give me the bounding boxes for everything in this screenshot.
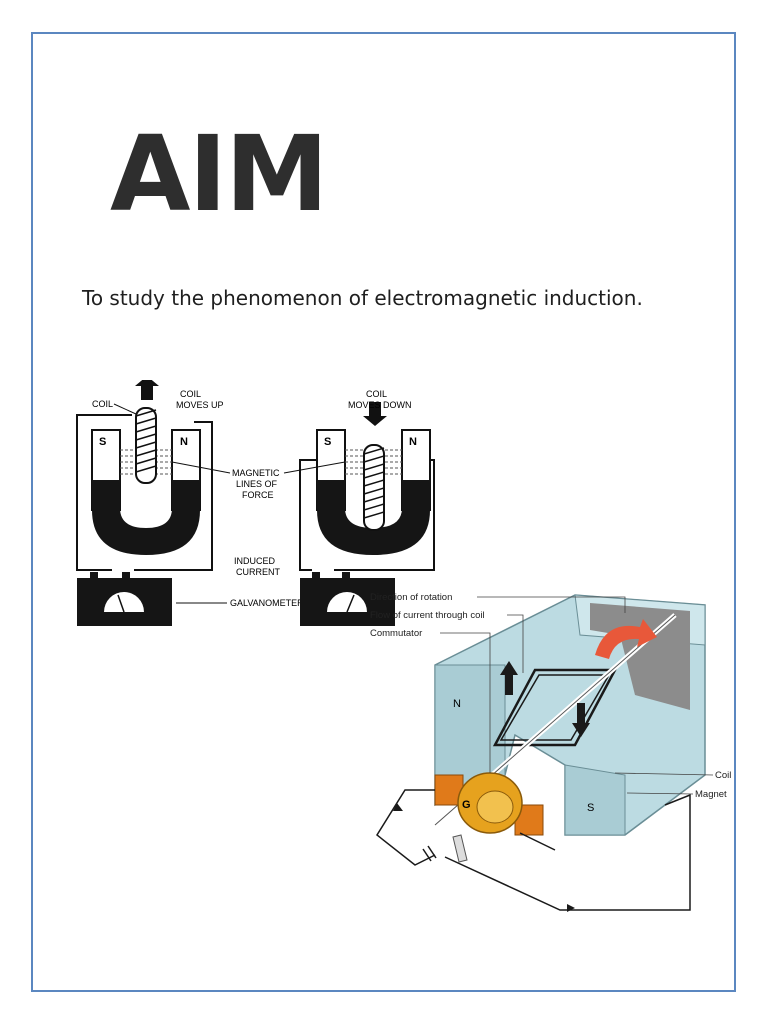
arrow-down-icon [363, 402, 387, 426]
magnet-label: Magnet [695, 789, 727, 800]
coil-moves-up-label-1: COIL [180, 389, 201, 399]
pole-s-left: S [99, 436, 106, 448]
coil-moves-up-label-2: MOVES UP [176, 400, 224, 410]
rotation-arrow-icon [595, 619, 657, 659]
galvanometer-label: GALVANOMETER [230, 598, 304, 608]
commutator-label: Commutator [370, 628, 422, 639]
magnetic-lines-label-2: LINES OF [236, 479, 278, 489]
arrow-up-icon [135, 380, 159, 400]
induced-current-label-2: CURRENT [236, 567, 281, 577]
pole-s-label: S [587, 802, 594, 814]
circuit-arrow-right-icon [567, 904, 575, 912]
coil-moves-down-label-1: COIL [366, 389, 387, 399]
pole-n-right: N [409, 436, 417, 448]
magnetic-lines-label-3: FORCE [242, 490, 274, 500]
commutator-assembly: G [434, 772, 544, 863]
induction-coil-diagram: S N COIL COIL MOVES UP S N [76, 380, 435, 626]
direction-of-rotation-label: Direction of rotation [370, 592, 452, 603]
induced-current-label-1: INDUCED [234, 556, 276, 566]
horseshoe-magnet-left: S N [91, 429, 201, 555]
coil-label: Coil [715, 770, 731, 781]
pole-n-label: N [453, 698, 461, 710]
aim-statement: To study the phenomenon of electromagnet… [82, 286, 643, 310]
horseshoe-magnet-right: S N [316, 429, 431, 555]
coil-left [135, 407, 157, 484]
pole-s-right: S [324, 436, 331, 448]
magnetic-lines-label-1: MAGNETIC [232, 468, 280, 478]
current-down-arrow-icon [572, 703, 590, 737]
page-frame [31, 32, 736, 992]
page-title: AIM [110, 113, 329, 235]
circuit-arrow-left-icon [393, 803, 403, 811]
pole-n-left: N [180, 436, 188, 448]
coil-right [363, 444, 385, 531]
generator-diagram: N S G Direction of rotation Flow of curr… [370, 592, 731, 912]
galvanometer-right [300, 572, 395, 626]
coil-moves-down-label-2: MOVES DOWN [348, 400, 412, 410]
galvanometer-symbol: G [462, 799, 471, 811]
current-up-arrow-icon [500, 661, 518, 695]
battery-icon [422, 845, 437, 862]
galvanometer-left [77, 572, 172, 626]
coil-label: COIL [92, 399, 113, 409]
flow-of-current-label: Flow of current through coil [370, 610, 485, 621]
